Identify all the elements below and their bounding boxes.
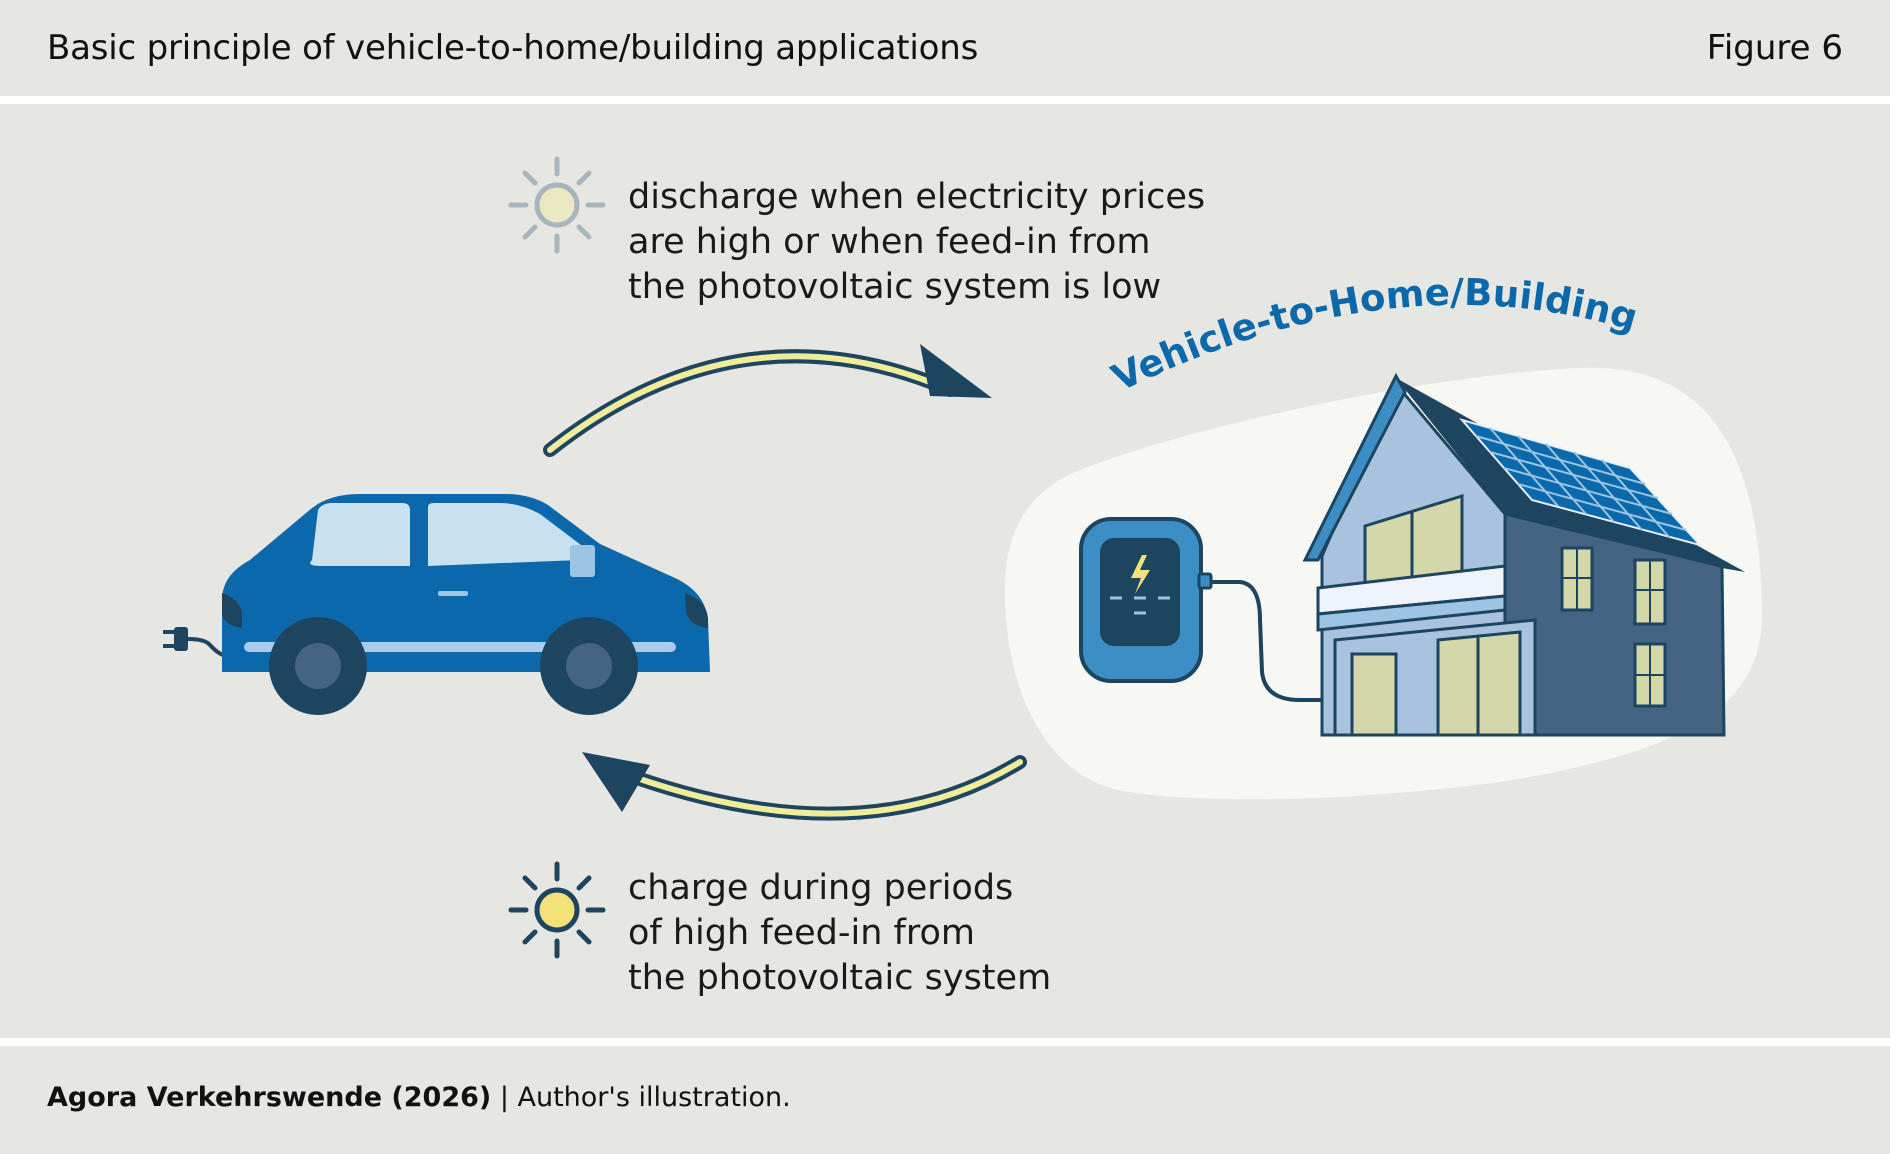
figure-header: Basic principle of vehicle-to-home/build…: [0, 0, 1890, 96]
solar-panel: [1459, 418, 1704, 547]
dim-sun-icon: [508, 156, 606, 254]
house-with-solar-panels-icon: [1302, 372, 1745, 737]
figure-title: Basic principle of vehicle-to-home/build…: [47, 28, 979, 68]
discharge-line: discharge when electricity prices: [628, 177, 1206, 217]
discharge-label: discharge when electricity prices are hi…: [628, 175, 1205, 310]
charge-line: the photovoltaic system: [628, 958, 1052, 998]
charge-line: charge during periods: [628, 868, 1014, 908]
bright-sun-icon: [508, 861, 606, 959]
discharge-arrow: [543, 344, 992, 457]
electric-car-icon: [163, 494, 710, 715]
discharge-line: the photovoltaic system is low: [628, 267, 1162, 307]
figure-footer: Agora Verkehrswende (2026) | Author's il…: [0, 1046, 1890, 1154]
figure-number: Figure 6: [1706, 28, 1843, 68]
source-note: Agora Verkehrswende (2026) | Author's il…: [47, 1082, 791, 1113]
discharge-line: are high or when feed-in from: [628, 222, 1151, 262]
charge-arrow: [582, 752, 1027, 821]
footer-divider: [0, 1038, 1890, 1046]
wallbox-charger-icon: [1079, 517, 1336, 702]
charge-line: of high feed-in from: [628, 913, 976, 953]
source-author: Agora Verkehrswende (2026): [47, 1082, 492, 1113]
header-divider: [0, 96, 1890, 104]
source-detail: | Author's illustration.: [491, 1082, 791, 1113]
charge-label: charge during periods of high feed-in fr…: [628, 866, 1051, 1001]
